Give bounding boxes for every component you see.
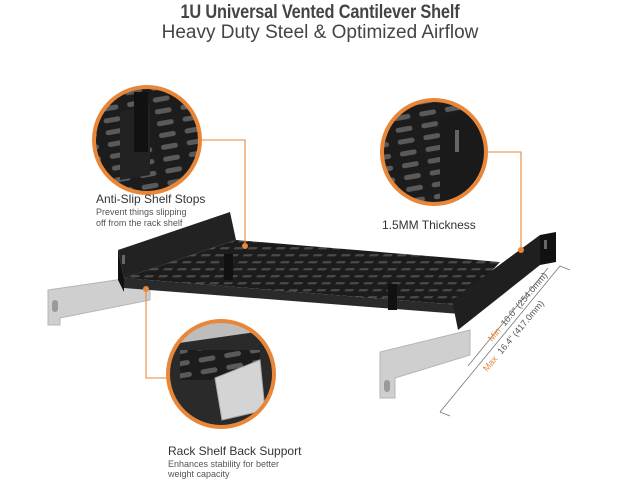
callout-desc-support-1: Enhances stability for better (168, 459, 280, 469)
marker-dot-support (143, 286, 149, 292)
zoom-circle-support (166, 319, 276, 429)
callout-desc-stops-2: off from the rack shelf (96, 218, 183, 228)
shelf (118, 212, 556, 330)
dimension-lines (439, 265, 571, 417)
callout-title-support: Rack Shelf Back Support (168, 444, 302, 458)
callout-lines (145, 139, 522, 379)
page-subtitle: Heavy Duty Steel & Optimized Airflow (161, 22, 479, 43)
marker-dot-stops (242, 243, 248, 249)
page-title: 1U Universal Vented Cantilever Shelf (180, 2, 460, 23)
zoom-circle-thickness (380, 98, 488, 206)
callout-desc-support-2: weight capacity (168, 469, 230, 479)
callout-title-stops: Anti-Slip Shelf Stops (96, 192, 206, 206)
marker-dot-thickness (518, 247, 524, 253)
rear-bracket-right (379, 329, 471, 399)
zoom-circle-stops (92, 85, 202, 195)
callout-title-thickness: 1.5MM Thickness (382, 218, 476, 232)
callout-desc-stops-1: Prevent things slipping (96, 207, 187, 217)
